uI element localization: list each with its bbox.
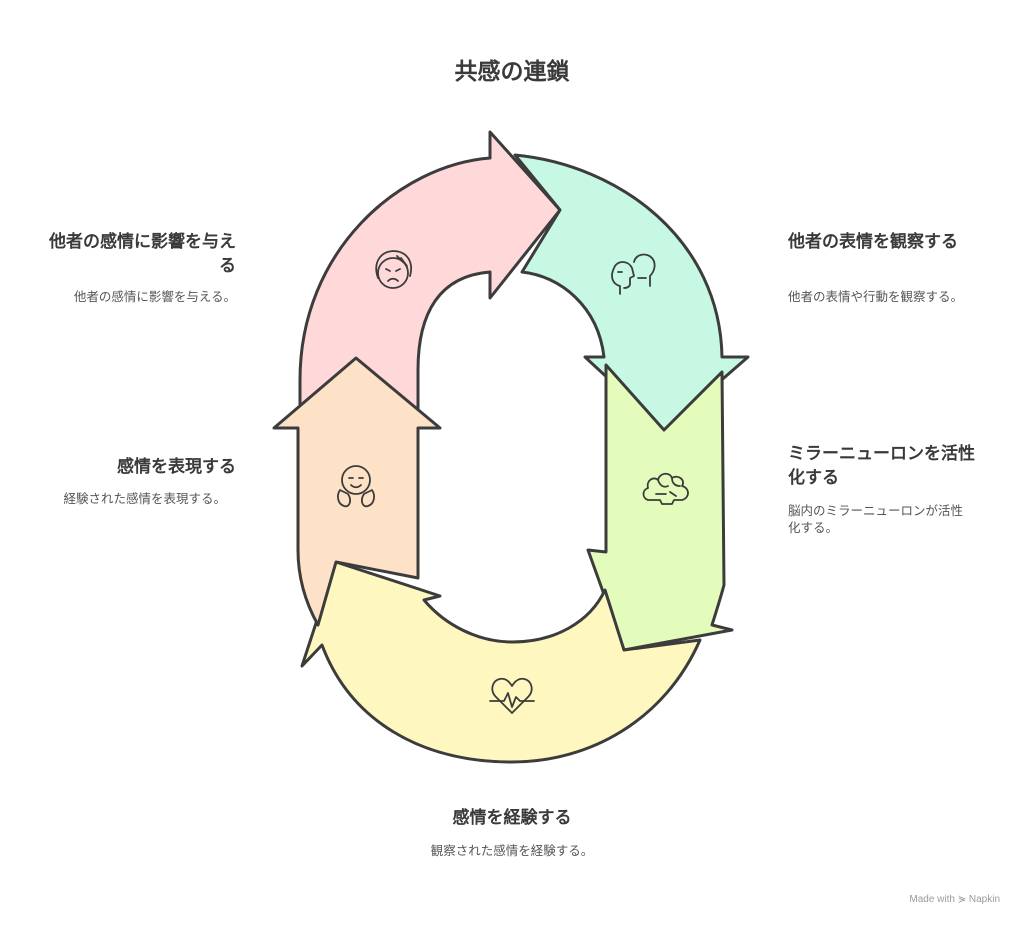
step-label-express: 感情を表現する — [117, 457, 236, 477]
step-desc-mirror: 脳内のミラーニューロンが活性化する。 — [788, 503, 964, 535]
step-label-observe: 他者の表情を観察する — [788, 232, 958, 252]
step-desc-observe: 他者の表情や行動を観察する。 — [788, 289, 964, 304]
step-label-mirror: ミラーニューロンを活性化する — [788, 444, 975, 488]
cycle-arrow-express — [272, 356, 442, 627]
brain-icon — [642, 472, 689, 505]
smiling-face-icon — [337, 465, 375, 508]
diagram-title: 共感の連鎖 — [454, 59, 570, 85]
two-faces-icon — [611, 253, 656, 295]
heartbeat-icon — [489, 677, 535, 714]
angry-face-icon — [375, 250, 412, 289]
cycle-arrow-experience — [300, 560, 702, 764]
step-desc-influence: 他者の感情に影響を与える。 — [73, 289, 236, 304]
step-desc-express: 経験された感情を表現する。 — [63, 491, 226, 506]
cycle-arrow-influence — [298, 130, 562, 412]
step-desc-experience: 観察された感情を経験する。 — [430, 843, 594, 858]
step-label-influence: 他者の感情に影響を与える — [49, 232, 236, 276]
cycle-arrow-mirror — [586, 363, 734, 652]
cycle-arrow-observe — [513, 153, 750, 432]
step-label-experience: 感情を経験する — [452, 808, 572, 828]
napkin-credit: Made with ⋟ Napkin — [909, 894, 1000, 905]
